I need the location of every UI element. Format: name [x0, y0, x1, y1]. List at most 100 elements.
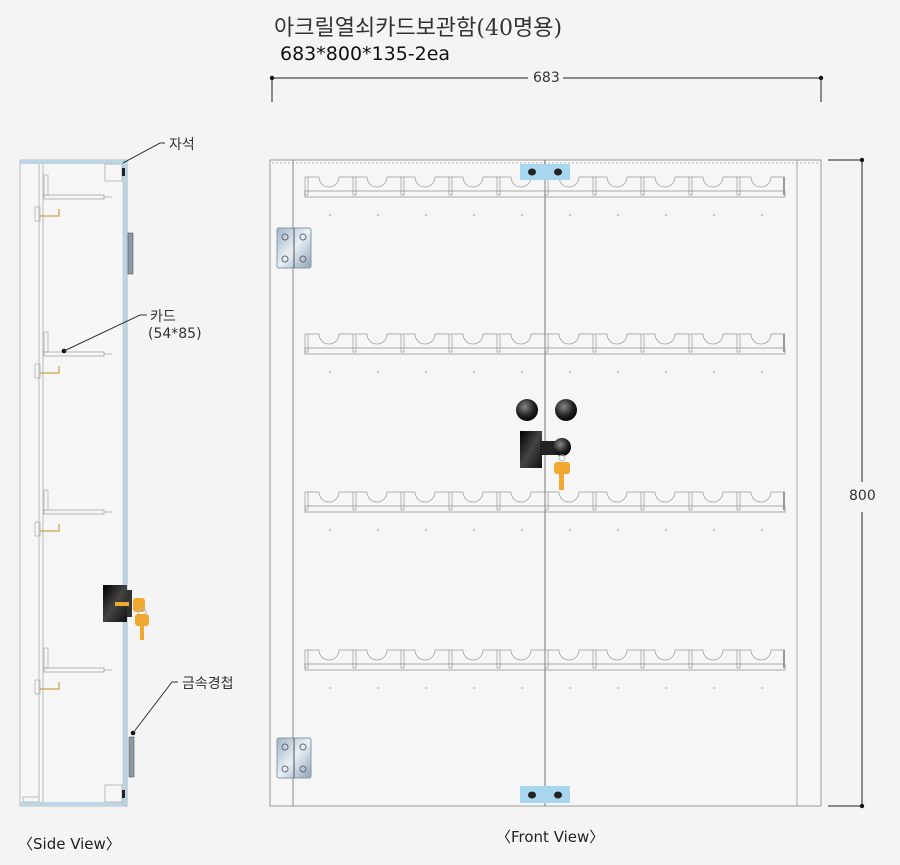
- height-label: 800: [849, 488, 876, 504]
- key-hook-dot: [760, 370, 764, 374]
- key-hook-dot: [520, 213, 524, 217]
- card-callout-line: [63, 314, 147, 352]
- key-hook-dot: [616, 213, 620, 217]
- card-shelf: [304, 176, 786, 217]
- key-hook-dot: [760, 213, 764, 217]
- card-slot: [688, 649, 737, 669]
- card-size-label: (54*85): [148, 326, 202, 342]
- magnet-label: 자석: [169, 137, 195, 153]
- key-hook-dot: [664, 213, 668, 217]
- key-hook-dot: [712, 213, 716, 217]
- magnet-top: [520, 164, 570, 180]
- side-key-hook: [34, 363, 60, 379]
- card-slot: [640, 491, 689, 511]
- front-view: [269, 159, 822, 807]
- card-slot: [688, 333, 737, 353]
- key-hook-dot: [760, 686, 764, 690]
- card-slot: [496, 649, 545, 669]
- card-slot: [352, 176, 401, 196]
- key-hook-dot: [520, 370, 524, 374]
- card-shelf: [304, 491, 786, 532]
- card-slot: [640, 176, 689, 196]
- card-slot: [400, 491, 449, 511]
- side-card-shelf: [43, 647, 112, 673]
- magnet-callout-line: [122, 142, 165, 164]
- key-hook-dot: [328, 528, 332, 532]
- key-hook-dot: [712, 528, 716, 532]
- card-slot: [400, 333, 449, 353]
- card-slot: [352, 649, 401, 669]
- key-hook-dot: [712, 370, 716, 374]
- key-icon: [554, 454, 570, 490]
- card-slot: [496, 491, 545, 511]
- side-key-hook: [34, 521, 60, 537]
- key-hook-dot: [664, 686, 668, 690]
- card-label: 카드: [150, 309, 176, 325]
- front-view-label: 〈Front View〉: [496, 828, 605, 846]
- key-hook-dot: [760, 528, 764, 532]
- key-hook-dot: [328, 370, 332, 374]
- card-slot: [304, 649, 353, 669]
- magnet-bottom: [520, 786, 570, 803]
- key-hook-dot: [472, 528, 476, 532]
- key-hook-dot: [520, 686, 524, 690]
- side-card-shelf: [43, 174, 112, 200]
- card-slot: [592, 176, 641, 196]
- door-knob-left: [516, 399, 538, 421]
- key-hook-dot: [568, 528, 572, 532]
- card-slot: [736, 491, 785, 511]
- key-hook-dot: [616, 370, 620, 374]
- card-slot: [544, 333, 593, 353]
- key-hook-dot: [424, 686, 428, 690]
- side-view-label: 〈Side View〉: [18, 835, 121, 853]
- glass-door: [122, 159, 128, 807]
- card-slot: [544, 491, 593, 511]
- card-slot: [400, 176, 449, 196]
- card-slot: [736, 176, 785, 196]
- hinge-bottom: [276, 737, 312, 779]
- card-shelf: [304, 649, 786, 690]
- width-dimension: [269, 75, 824, 102]
- key-hook-dot: [376, 370, 380, 374]
- key-hook-dot: [664, 370, 668, 374]
- key-hook-dot: [616, 686, 620, 690]
- height-dimension: [828, 157, 865, 809]
- key-hook-dot: [568, 213, 572, 217]
- card-slot: [448, 333, 497, 353]
- key-hook-dot: [520, 528, 524, 532]
- side-card-shelf: [43, 489, 112, 515]
- width-label: 683: [530, 70, 563, 86]
- door-knob-right: [555, 399, 577, 421]
- side-card-shelf: [43, 331, 112, 357]
- key-hook-dot: [376, 686, 380, 690]
- diagram-title: 아크릴열쇠카드보관함(40명용): [274, 16, 563, 41]
- card-slot: [736, 649, 785, 669]
- card-slot: [448, 649, 497, 669]
- key-hook-dot: [328, 686, 332, 690]
- card-slot: [736, 333, 785, 353]
- card-slot: [304, 176, 353, 196]
- card-slot: [448, 176, 497, 196]
- hinge-top: [276, 227, 312, 269]
- card-slot: [592, 491, 641, 511]
- key-hook-dot: [712, 686, 716, 690]
- side-key-hook: [34, 206, 60, 222]
- side-hinge-bottom: [128, 736, 135, 778]
- side-view: [19, 142, 178, 807]
- card-slot: [688, 176, 737, 196]
- side-hinge-top: [127, 232, 134, 275]
- key-hook-dot: [616, 528, 620, 532]
- card-slot: [304, 491, 353, 511]
- hinge-label: 금속경첩: [182, 676, 234, 692]
- key-hook-dot: [424, 370, 428, 374]
- card-slot: [352, 491, 401, 511]
- key-hook-dot: [568, 370, 572, 374]
- key-hook-dot: [664, 528, 668, 532]
- key-hook-dot: [568, 686, 572, 690]
- card-slot: [304, 333, 353, 353]
- key-hook-dot: [328, 213, 332, 217]
- card-slot: [640, 333, 689, 353]
- hinge-callout-line: [132, 681, 178, 734]
- card-slot: [400, 649, 449, 669]
